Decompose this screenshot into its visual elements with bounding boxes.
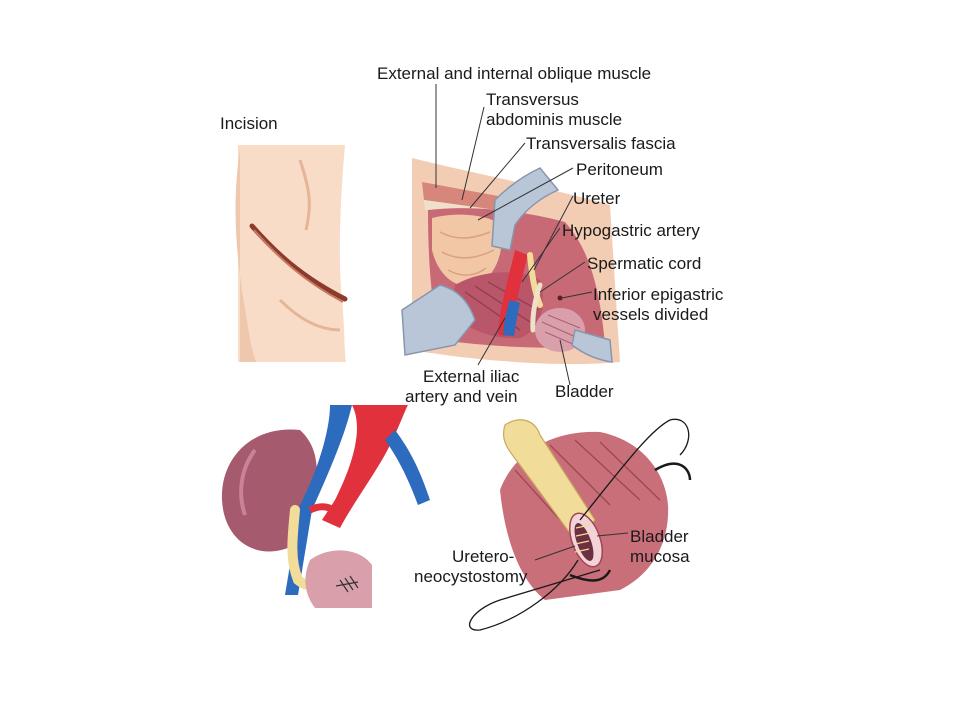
incision-label: Incision [220, 114, 278, 133]
kidney-highlight [239, 448, 257, 516]
bladder-mucosa-line2: mucosa [630, 547, 690, 566]
external-iliac-artery [498, 250, 528, 336]
incision-line [249, 223, 348, 302]
suture-needle-lower [569, 569, 612, 582]
leader-epigastric [561, 291, 593, 299]
exposure-panel [401, 158, 620, 365]
ureteroneocystostomy-line1: Uretero- [452, 547, 515, 566]
ureter [527, 252, 543, 308]
recipient-bladder [305, 550, 372, 608]
incision-edge [253, 229, 344, 303]
iliac-vein-trunk [285, 405, 352, 595]
leader-spermatic [539, 261, 586, 293]
external-iliac-vein [503, 300, 520, 336]
transversus-label-line2: abdominis muscle [486, 110, 623, 129]
epigastric-label-line2: vessels divided [593, 305, 709, 324]
leader-bladder [559, 339, 571, 386]
ureteroneocystostomy-line2: neocystostomy [414, 567, 528, 586]
leader-ureter [533, 195, 574, 271]
spermatic-cord [530, 282, 543, 333]
transversus-label: Transversus abdominis muscle [486, 90, 622, 130]
skin-crease-lower [278, 298, 341, 332]
retractor-lower-left [401, 284, 476, 356]
leader-peritoneum [477, 167, 574, 221]
peritoneum-label: Peritoneum [576, 160, 663, 179]
bladder-label: Bladder [555, 382, 614, 401]
leader-bladder-mucosa [596, 532, 629, 537]
transversalis-fascia-label: Transversalis fascia [526, 134, 676, 153]
retractor-upper [491, 167, 560, 251]
bladder-striations [541, 314, 581, 346]
anastomosis-stitches [574, 524, 591, 553]
spermatic-cord-label: Spermatic cord [587, 254, 702, 273]
leader-transversalis [469, 142, 526, 209]
iliac-artery-trunk [322, 405, 408, 528]
vein-branch [385, 430, 430, 505]
peritoneal-folds [439, 231, 495, 276]
bladder-mucosa-label: Bladder mucosa [630, 527, 690, 567]
hypogastric-artery-label: Hypogastric artery [562, 221, 700, 240]
psoas-muscle [452, 272, 544, 339]
skin-flank [238, 145, 346, 362]
bladder-sutures [335, 575, 359, 593]
transplant-panel [221, 405, 430, 608]
iliac-label-line2: artery and vein [405, 387, 518, 406]
iliac-label-line1: External iliac [423, 367, 520, 386]
external-iliac-label: External iliac artery and vein [405, 367, 519, 407]
ureteroneocystostomy-label: Uretero- neocystostomy [414, 547, 527, 587]
epigastric-vessels-label: Inferior epigastric vessels divided [593, 285, 723, 325]
transversus-label-line1: Transversus [486, 90, 579, 109]
retractor-lower-right [571, 329, 613, 363]
leader-hypogastric [521, 227, 561, 283]
bladder-mucosa-line1: Bladder [630, 527, 689, 546]
skin-crease [298, 159, 311, 231]
incision-panel [235, 145, 348, 362]
renal-artery-anastomosis [308, 503, 343, 518]
leader-transversus [461, 106, 485, 201]
leader-iliac [477, 317, 506, 366]
epigastric-label-line1: Inferior epigastric [593, 285, 724, 304]
leader-ureteroneocystostomy [534, 545, 576, 561]
ureter-label: Ureter [573, 189, 621, 208]
anastomosis-panel [468, 418, 692, 631]
leader-lines [435, 84, 593, 386]
suture-needle [654, 462, 692, 481]
skin-contour-shadow [235, 150, 256, 362]
epigastric-vessel-stump [557, 295, 563, 301]
oblique-muscle-label: External and internal oblique muscle [377, 64, 652, 83]
suture-thread [468, 418, 690, 631]
